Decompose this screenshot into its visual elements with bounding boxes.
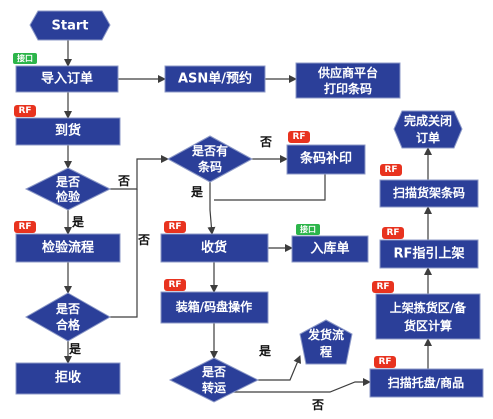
rf-tag	[382, 227, 404, 239]
receive-label: 收货	[201, 240, 227, 256]
pack-label: 装箱/码盘操作	[175, 299, 252, 314]
supplier-label-2: 打印条码	[324, 81, 372, 96]
rf-tag-label: RF	[378, 357, 391, 367]
asn-label: ASN单/预约	[178, 71, 252, 87]
receive-node: 收货 RF	[160, 221, 269, 263]
label-yes-pass: 是	[68, 342, 82, 356]
rf-tag	[380, 164, 402, 176]
putaway-calc-node: 上架拣货区/备 货区计算 RF	[372, 281, 481, 340]
inbound-node: 入库单 接口	[291, 224, 369, 263]
api-tag-label: 接口	[300, 224, 316, 234]
api-tag	[296, 224, 320, 235]
scan-pallet-label: 扫描托盘/商品	[388, 375, 464, 390]
reject-node: 拒收	[15, 362, 121, 395]
barcode-decision-label-2: 条码	[197, 159, 222, 174]
label-yes-transfer: 是	[258, 344, 272, 358]
label-no-pass: 否	[137, 233, 150, 247]
rf-tag-label: RF	[376, 282, 389, 292]
inspect-decision: 是否 检验	[24, 167, 112, 211]
rf-tag	[372, 281, 394, 293]
ship-label-2: 程	[320, 344, 332, 359]
arrival-node: 到货 RF	[14, 105, 121, 146]
pack-node: 装箱/码盘操作 RF	[160, 279, 269, 324]
edge-inspectq-barcodeq	[110, 155, 169, 190]
rf-tag	[164, 221, 186, 233]
rf-putaway-node: RF指引上架 RF	[379, 227, 479, 269]
edge-barcodeq-receive	[207, 182, 216, 235]
label-no-barcode: 否	[259, 135, 272, 149]
supplier-node: 供应商平台 打印条码	[295, 62, 401, 99]
barcode-decision: 是否有 条码	[166, 135, 254, 183]
rf-tag-label: RF	[168, 222, 181, 232]
close-order-label-2: 订单	[416, 130, 440, 145]
scan-shelf-node: 扫描货架条码 RF	[379, 164, 479, 208]
label-yes-inspect: 是	[71, 215, 85, 229]
close-order-node: 完成关闭 订单	[393, 110, 463, 149]
api-tag-label: 接口	[17, 53, 33, 63]
rf-tag	[164, 279, 186, 291]
rf-tag-label: RF	[18, 222, 31, 232]
inspect-flow-label: 检验流程	[42, 240, 94, 256]
edge-transferq-ship	[258, 355, 301, 381]
import-order-label: 导入订单	[41, 71, 93, 87]
label-yes-barcode: 是	[190, 185, 204, 199]
rf-tag	[14, 221, 36, 233]
pass-decision: 是否 合格	[24, 292, 112, 342]
transfer-decision: 是否 转运	[168, 357, 260, 403]
supplier-label-1: 供应商平台	[317, 65, 378, 80]
start-node: Start	[29, 10, 111, 41]
transfer-decision-label-1: 是否	[201, 365, 226, 379]
rf-tag	[374, 356, 396, 368]
reject-label: 拒收	[55, 370, 82, 386]
rf-tag	[288, 131, 310, 143]
scan-pallet-node: 扫描托盘/商品 RF	[369, 356, 484, 398]
inspect-decision-label-1: 是否	[55, 175, 80, 189]
connectors	[64, 40, 432, 402]
scan-shelf-label: 扫描货架条码	[393, 185, 465, 200]
barcode-decision-label-1: 是否有	[191, 143, 228, 158]
rf-tag-label: RF	[292, 132, 305, 142]
rf-tag	[14, 105, 36, 117]
ship-label-1: 发货流	[307, 327, 344, 342]
rf-tag-label: RF	[384, 165, 397, 175]
pass-decision-label-2: 合格	[56, 317, 81, 332]
ship-node: 发货流 程	[299, 319, 353, 365]
putaway-calc-label-2: 货区计算	[404, 318, 452, 333]
close-order-label-1: 完成关闭	[404, 113, 452, 128]
label-no-transfer: 否	[311, 398, 324, 412]
pass-decision-label-1: 是否	[55, 302, 80, 316]
api-tag	[13, 53, 37, 64]
import-order-node: 导入订单 接口	[13, 53, 119, 93]
transfer-decision-label-2: 转运	[202, 380, 226, 395]
rf-tag-label: RF	[18, 106, 31, 116]
barcode-fix-node: 条码补印 RF	[286, 131, 366, 175]
arrival-label: 到货	[55, 123, 81, 139]
inspect-decision-label-2: 检验	[56, 189, 81, 204]
rf-tag-label: RF	[168, 280, 181, 290]
edge-passq-no	[110, 189, 138, 318]
edge-fix-receive	[214, 174, 326, 201]
rf-putaway-label: RF指引上架	[394, 246, 465, 262]
putaway-calc-label-1: 上架拣货区/备	[390, 300, 467, 315]
inspect-flow-node: 检验流程 RF	[14, 221, 121, 263]
start-label: Start	[52, 19, 89, 34]
label-no-inspect: 否	[117, 174, 130, 188]
rf-tag-label: RF	[386, 228, 399, 238]
asn-node: ASN单/预约	[164, 65, 266, 93]
inbound-label: 入库单	[310, 241, 349, 257]
barcode-fix-label: 条码补印	[300, 151, 352, 167]
